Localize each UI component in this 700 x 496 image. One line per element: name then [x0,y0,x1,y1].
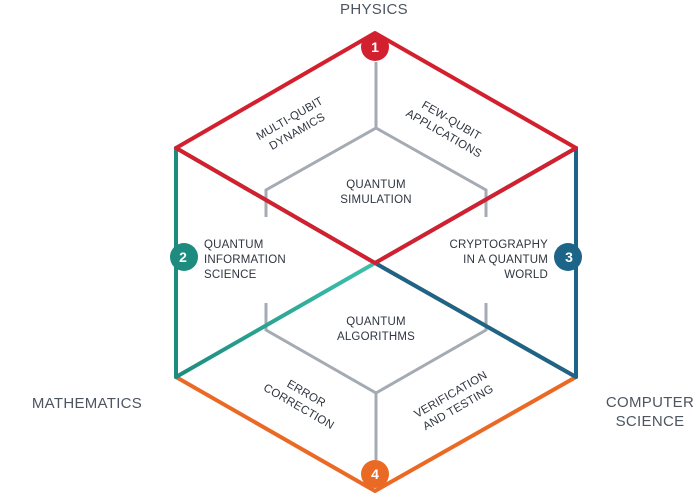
error-correction-label: ERROR CORRECTION [261,378,336,432]
badge-2-number: 2 [179,249,187,265]
crypto-line2: IN A QUANTUM [463,254,548,266]
qis-line2: INFORMATION [204,254,286,266]
inner-frame [264,62,488,460]
crypto-line1: CRYPTOGRAPHY [450,239,549,251]
badge-3-number: 3 [565,249,573,265]
computer-science-label-line2: SCIENCE [616,413,685,430]
badge-2: 2 [170,243,198,271]
qis-line1: QUANTUM [204,239,264,251]
multi-qubit-dynamics-label: MULTI-QUBIT DYNAMICS [255,95,328,153]
verification-testing-label: VERIFICATION AND TESTING [412,369,495,433]
crypto-line3: WORLD [504,269,548,281]
badge-4: 4 [361,460,389,488]
computer-science-label-line1: COMPUTER [606,394,694,411]
qis-line3: SCIENCE [204,269,257,281]
physics-label: PHYSICS [340,1,408,18]
quantum-algorithms-line2: ALGORITHMS [337,331,415,343]
teal-slash-edge [174,261,377,379]
red-diamond [174,31,578,265]
badge-3: 3 [554,243,582,271]
badge-1-number: 1 [371,39,379,55]
inner-line-top-left [264,62,378,217]
quantum-algorithms-line1: QUANTUM [346,316,406,328]
quantum-simulation-line1: QUANTUM [346,179,406,191]
badge-4-number: 4 [371,466,379,482]
mathematics-label: MATHEMATICS [32,395,142,412]
badge-1: 1 [361,33,389,61]
blue-diamond-edges [373,146,578,379]
quantum-simulation-line2: SIMULATION [340,194,411,206]
inner-line-bottom-right [375,303,488,395]
inner-line-bottom-left [264,303,378,460]
inner-line-top-right [375,126,488,217]
